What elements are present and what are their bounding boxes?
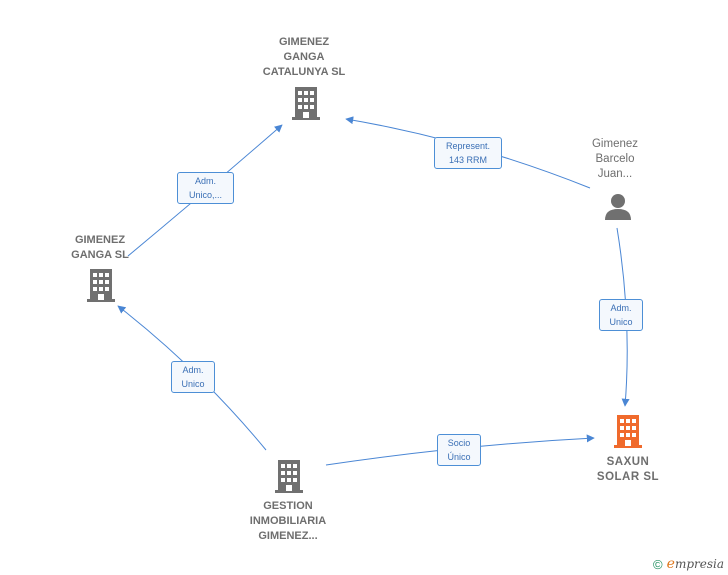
edge-label-person-to-saxun[interactable]: Adm. Unico <box>599 299 643 331</box>
edge-label-gestion-to-ganga[interactable]: Adm. Unico <box>171 361 215 393</box>
node-label-person[interactable]: Gimenez Barcelo Juan... <box>591 138 639 180</box>
person-icon[interactable] <box>603 192 633 222</box>
node-label-ganga[interactable]: GIMENEZ GANGA SL <box>71 234 129 261</box>
building-icon[interactable] <box>85 267 117 303</box>
building-icon[interactable] <box>290 85 322 121</box>
edge-label-person-to-catalunya[interactable]: Represent. 143 RRM <box>434 137 502 169</box>
node-label-gestion[interactable]: GESTION INMOBILIARIA GIMENEZ... <box>249 500 327 542</box>
node-label-saxun[interactable]: SAXUN SOLAR SL <box>596 456 660 483</box>
building-icon[interactable] <box>612 413 644 449</box>
brand-logo-text: mpresia <box>674 557 724 571</box>
edge-label-ganga-to-catalunya[interactable]: Adm. Unico,... <box>177 172 234 204</box>
building-icon[interactable] <box>273 458 305 494</box>
node-label-catalunya[interactable]: GIMENEZ GANGA CATALUNYA SL <box>262 36 346 78</box>
edge-label-gestion-to-saxun[interactable]: Socio Único <box>437 434 481 466</box>
brand-logo-initial: e <box>666 556 675 572</box>
copyright-icon: © <box>653 556 663 572</box>
